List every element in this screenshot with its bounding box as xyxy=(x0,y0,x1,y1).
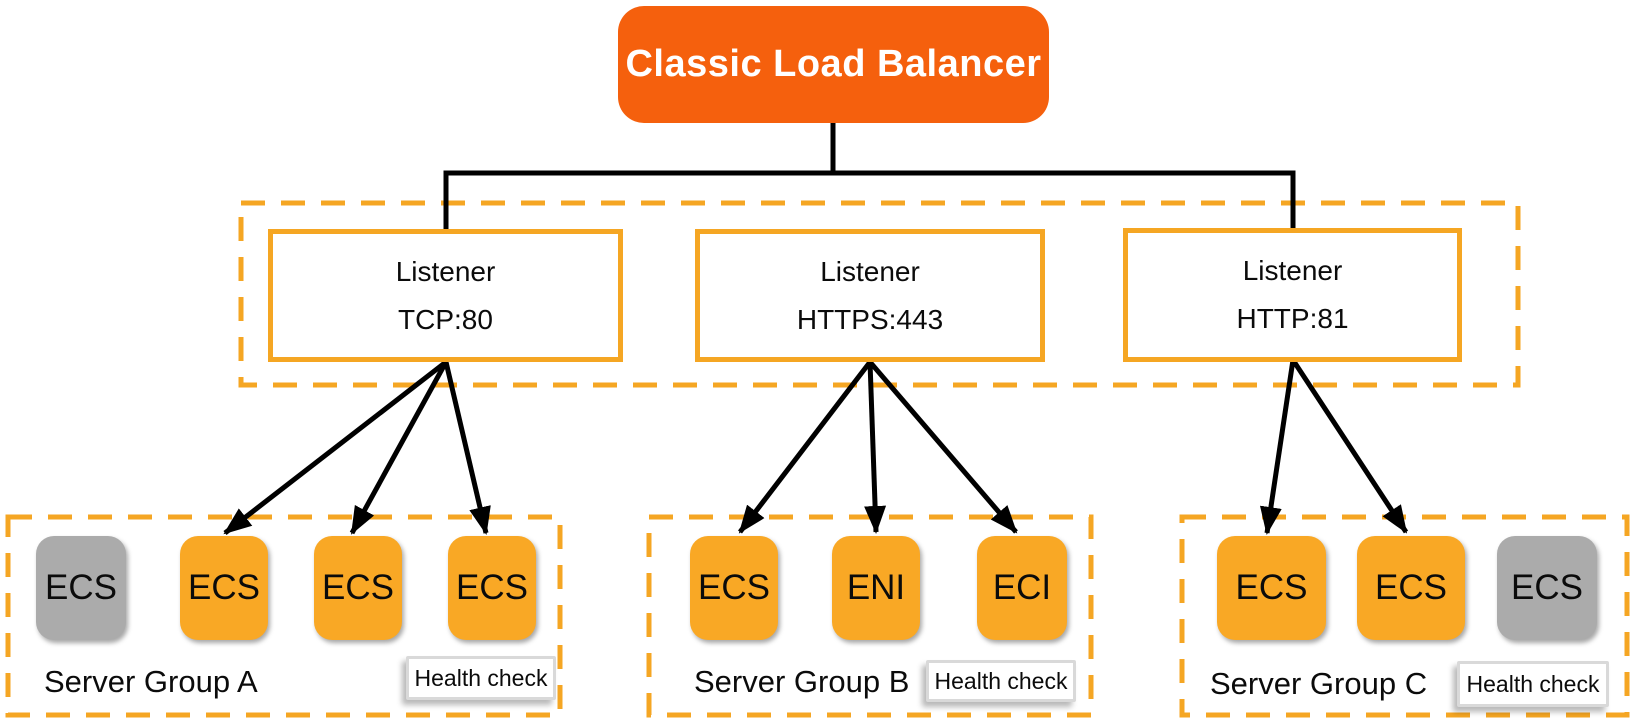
server-group-c-label: Server Group C xyxy=(1210,666,1428,701)
listener-name: Listener xyxy=(395,255,496,287)
node-ecs: ECS xyxy=(448,536,536,640)
health-check-label: Health check xyxy=(1466,670,1600,697)
arrow-l1-ecs3 xyxy=(349,360,449,535)
load-balancer-box: Classic Load Balancer xyxy=(618,6,1049,123)
node-ecs-standby: ECS xyxy=(1497,536,1597,640)
node-ecs-standby: ECS xyxy=(36,536,126,640)
node-label: ECS xyxy=(698,568,770,607)
health-check-badge-b: Health check xyxy=(926,660,1076,702)
arrow-l1-ecs4 xyxy=(443,361,491,535)
node-label: ECS xyxy=(1375,568,1447,607)
arrow-l2-eni xyxy=(864,361,887,534)
arrow-l2-ecs xyxy=(738,360,872,534)
node-label: ECS xyxy=(1511,568,1583,607)
listener-box-http-81: Listener HTTP:81 xyxy=(1123,228,1462,362)
health-check-label: Health check xyxy=(414,664,548,691)
node-ecs: ECS xyxy=(180,536,268,640)
arrow-l3-ecs1 xyxy=(1259,359,1296,535)
listener-name: Listener xyxy=(820,255,920,287)
node-label: ECS xyxy=(1235,568,1308,607)
listener-box-https-443: Listener HTTPS:443 xyxy=(695,229,1045,362)
listener-box-tcp-80: Listener TCP:80 xyxy=(268,229,623,362)
node-ecs: ECS xyxy=(690,536,778,640)
node-label: ECS xyxy=(322,568,394,607)
listener-name: Listener xyxy=(1242,255,1343,286)
node-label: ECS xyxy=(456,568,528,607)
node-label: ECS xyxy=(188,568,260,607)
server-group-a-label: Server Group A xyxy=(44,664,258,699)
arrow-l3-ecs2 xyxy=(1290,358,1409,534)
load-balancer-title: Classic Load Balancer xyxy=(625,43,1042,85)
node-label: ECS xyxy=(45,568,117,607)
listener-protocol: HTTP:81 xyxy=(1236,303,1349,334)
node-label: ENI xyxy=(846,568,906,607)
node-ecs: ECS xyxy=(1357,536,1465,640)
node-label: ECI xyxy=(992,568,1052,607)
node-ecs: ECS xyxy=(314,536,402,640)
listener-protocol: TCP:80 xyxy=(398,303,493,335)
server-group-b-label: Server Group B xyxy=(694,664,910,699)
connector-branches xyxy=(443,170,1296,230)
arrow-l1-ecs2 xyxy=(223,360,448,535)
node-eni: ENI xyxy=(832,536,920,640)
listener-protocol: HTTPS:443 xyxy=(796,303,944,335)
health-check-badge-c: Health check xyxy=(1457,661,1609,707)
node-ecs: ECS xyxy=(1217,536,1326,640)
node-eci: ECI xyxy=(977,536,1067,640)
health-check-label: Health check xyxy=(934,667,1068,694)
health-check-badge-a: Health check xyxy=(406,656,556,700)
arrow-l2-eci xyxy=(868,360,1018,534)
